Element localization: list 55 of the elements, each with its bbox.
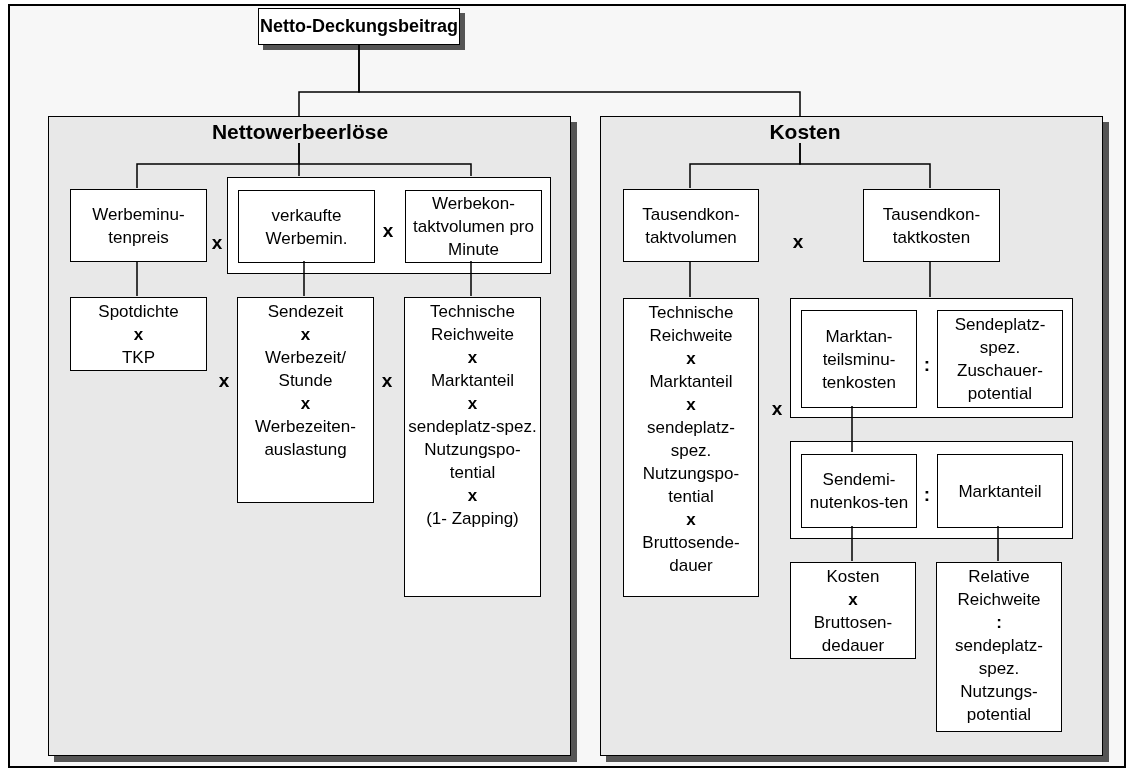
operator-symbol: x	[211, 233, 223, 253]
factor-box	[405, 190, 542, 263]
factor-text: verkaufte Werbemin.	[264, 204, 349, 250]
operator-symbol: x	[381, 371, 393, 391]
connector-line	[799, 142, 931, 189]
factor-text: Sendemi-nutenkos-ten	[808, 469, 910, 514]
factor-text: Technische Reichweite x Marktanteil x sendeplatz-spez. Nutzungspo-tential x Bruttosende-dauer	[641, 302, 741, 577]
factor-box	[404, 297, 541, 597]
factor-box	[801, 310, 917, 408]
factor-text: Tausendkon-taktvolumen	[641, 203, 741, 249]
connector-line	[136, 260, 138, 297]
group-frame	[790, 441, 1073, 539]
factor-text: Marktan-teilsminu-tenkosten	[821, 325, 897, 394]
group-frame	[790, 298, 1073, 418]
factor-text: Relative Reichweite : sendeplatz-spez. Nutzungs-potential	[954, 566, 1044, 726]
operator-symbol: x	[382, 221, 394, 241]
factor-text: Kosten x Bruttosen-dedauer	[812, 565, 894, 657]
title-text: Netto-Deckungsbeitrag	[260, 15, 458, 38]
factor-text: Sendeplatz-spez. Zuschauer-potential	[953, 314, 1047, 405]
factor-box	[237, 297, 374, 503]
factor-text: Technische Reichweite x Marktanteil x sendeplatz-spez. Nutzungspo-tential x (1- Zapping)	[408, 301, 537, 530]
panel-title: Nettowerbeerlöse	[211, 120, 389, 144]
factor-box	[623, 298, 759, 597]
operator-symbol: :	[923, 485, 931, 505]
connector-line	[470, 260, 472, 297]
operator-symbol: x	[218, 371, 230, 391]
operator-symbol: x	[771, 399, 783, 419]
factor-box	[801, 454, 917, 528]
connector-line	[851, 405, 853, 453]
factor-box	[937, 310, 1063, 408]
connector-line	[689, 260, 691, 298]
factor-box	[790, 562, 916, 659]
connector-line	[358, 44, 801, 117]
panel-title: Kosten	[769, 120, 841, 144]
factor-box	[863, 189, 1000, 262]
factor-box	[623, 189, 759, 262]
factor-box	[937, 454, 1063, 528]
factor-text: Marktanteil	[958, 480, 1042, 503]
factor-text: Werbekon-taktvolumen pro Minute	[412, 193, 535, 261]
factor-text: Spotdichte x TKP	[98, 300, 179, 369]
connector-line	[929, 260, 931, 298]
factor-box	[70, 297, 207, 371]
operator-symbol: x	[792, 232, 804, 252]
factor-text: Tausendkon-taktkosten	[881, 203, 982, 249]
factor-text: Sendezeit x Werbezeit/ Stunde x Werbezeiten-auslastung	[254, 301, 357, 461]
connector-line	[851, 525, 853, 562]
connector-line	[303, 260, 305, 297]
factor-box	[70, 189, 207, 262]
factor-box	[238, 190, 375, 263]
factor-box	[936, 562, 1062, 732]
operator-symbol: :	[923, 355, 931, 375]
group-frame	[227, 177, 551, 274]
factor-text: Werbeminu-tenpreis	[91, 203, 186, 249]
connector-line	[298, 142, 472, 177]
connector-line	[997, 525, 999, 562]
